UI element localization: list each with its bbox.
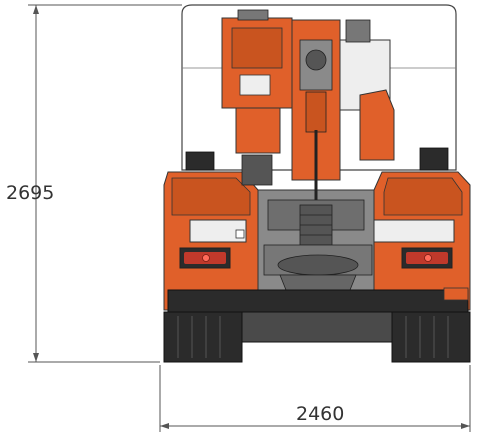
- right-track: [391, 311, 471, 363]
- right-bumper-corner: [443, 287, 469, 301]
- left-tail-light: [179, 247, 231, 269]
- left-step-panel: [189, 219, 247, 243]
- upper-structure-right: [337, 19, 395, 161]
- right-step-panel: [367, 219, 455, 243]
- width-dimension-label: 2460: [296, 403, 344, 425]
- height-dimension-label: 2695: [6, 182, 54, 204]
- undercarriage: [241, 311, 393, 343]
- width-dimension: [159, 365, 471, 432]
- left-bracket: [185, 151, 215, 171]
- rear-bumper: [167, 289, 469, 313]
- left-track: [163, 311, 243, 363]
- upper-structure-left: [221, 9, 293, 186]
- left-panel-latch: [235, 229, 245, 239]
- right-tail-light: [401, 247, 453, 269]
- height-dimension: [28, 4, 182, 363]
- right-bracket: [419, 147, 449, 171]
- boom-column: [291, 19, 341, 200]
